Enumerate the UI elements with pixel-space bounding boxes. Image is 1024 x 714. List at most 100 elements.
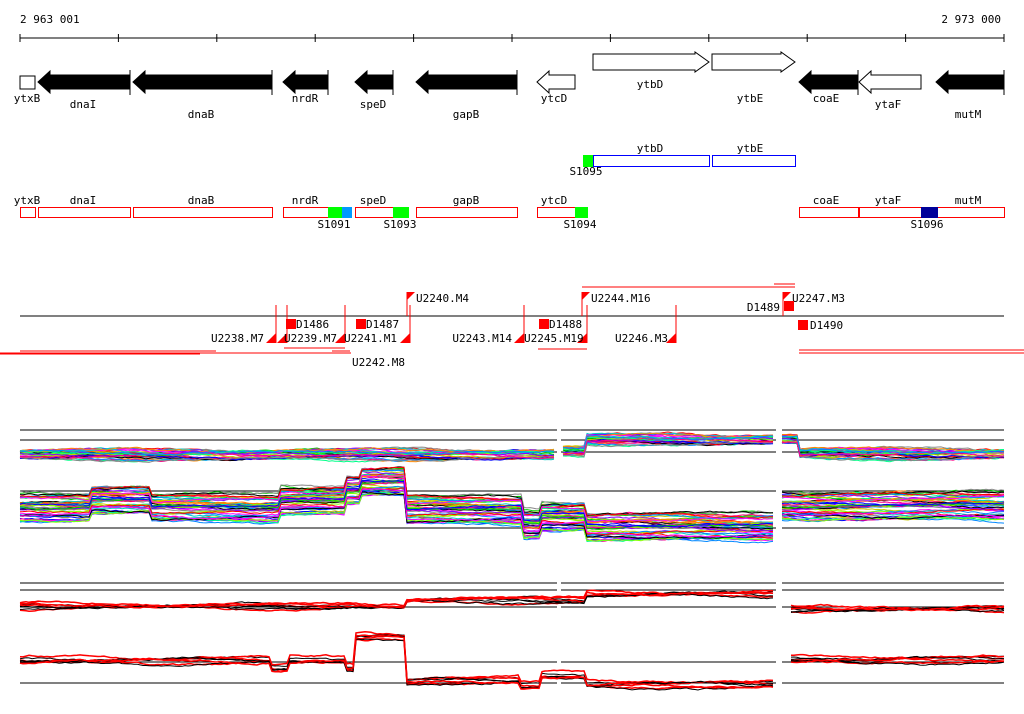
upshift-flag-icon	[582, 292, 590, 300]
gene-ytxB: ytxB	[14, 75, 41, 105]
upshift-marker-icon	[266, 333, 276, 343]
gene-arrow-right-icon	[711, 51, 796, 73]
gene-gapB: gapB	[415, 69, 518, 121]
site-label-S1091: S1091	[317, 218, 350, 231]
minus-gene-box-ytcD	[537, 207, 576, 218]
gene-ytbE: ytbE	[711, 51, 796, 105]
expression-trace-panel3	[19, 589, 1005, 611]
minus-gene-box-coaE	[799, 207, 859, 218]
expression-trace-panel4	[19, 634, 1005, 690]
site-box	[342, 207, 352, 218]
minus-gene-box-gapB	[416, 207, 518, 218]
gene-arrow-left-icon	[37, 69, 131, 95]
gene-dnaI: dnaI	[37, 69, 131, 111]
minus-gene-label-nrdR: nrdR	[292, 194, 319, 207]
ruler-start-label: 2 963 001	[20, 13, 80, 26]
downshift-label-D1486: D1486	[296, 318, 329, 331]
gene-arrow-left-icon	[415, 69, 518, 95]
gene-arrow-right-icon	[592, 51, 710, 73]
minus-gene-box-dnaI	[38, 207, 131, 218]
minus-gene-label-ytaF: ytaF	[875, 194, 902, 207]
minus-gene-label-speD: speD	[360, 194, 387, 207]
gene-arrow-left-icon	[858, 69, 922, 95]
gene-label: ytxB	[14, 92, 41, 105]
upshift-label-U2239.M7: U2239.M7	[284, 332, 337, 345]
gene-label: coaE	[813, 92, 840, 105]
plus-gene-label-ytbD: ytbD	[637, 142, 664, 155]
upshift-label-U2244.M16: U2244.M16	[591, 292, 651, 305]
upshift-label-U2243.M14: U2243.M14	[452, 332, 512, 345]
minus-gene-label-gapB: gapB	[453, 194, 480, 207]
ruler-end-label: 2 973 000	[941, 13, 1001, 26]
upshift-label-U2241.M1: U2241.M1	[344, 332, 397, 345]
plus-gene-box-ytbE	[712, 155, 796, 167]
gene-label: ytcD	[541, 92, 568, 105]
upshift-marker-icon	[577, 333, 587, 343]
gene-annotation-track: ytxB dnaI dnaB nrdR speD gapB ytcD ytbD ytbE coaE…	[14, 51, 1005, 121]
minus-gene-box-ytaF	[859, 207, 922, 218]
upshift-marker-icon	[666, 333, 676, 343]
gene-arrow-left-icon	[132, 69, 273, 95]
minus-gene-label-mutM: mutM	[955, 194, 982, 207]
downshift-label-D1487: D1487	[366, 318, 399, 331]
gene-label: mutM	[955, 108, 982, 121]
upshift-label-U2245.M19: U2245.M19	[524, 332, 584, 345]
gene-mutM: mutM	[935, 69, 1005, 121]
upshift-label-U2247.M3: U2247.M3	[792, 292, 845, 305]
downshift-label-D1490: D1490	[810, 319, 843, 332]
gene-label: ytbD	[637, 78, 664, 91]
minus-gene-box-speD	[355, 207, 394, 218]
upshift-marker-icon	[514, 333, 524, 343]
upshift-label-U2240.M4: U2240.M4	[416, 292, 469, 305]
gene-arrow-left-icon	[354, 69, 394, 95]
plus-gene-label-ytbE: ytbE	[737, 142, 764, 155]
expression-trace-panel2	[19, 466, 1005, 520]
gene-speD: speD	[354, 69, 394, 111]
gene-ytcD: ytcD	[536, 69, 576, 105]
expression-profiles	[19, 429, 1005, 691]
downshift-marker-icon	[798, 320, 808, 330]
downshift-marker-icon	[539, 319, 549, 329]
expression-trace-panel3	[19, 591, 1005, 612]
upshift-label-U2246.M3: U2246.M3	[615, 332, 668, 345]
minus-gene-label-dnaI: dnaI	[70, 194, 97, 207]
gene-label: dnaB	[188, 108, 215, 121]
minus-gene-box-nrdR	[283, 207, 329, 218]
plus-gene-box-ytbD	[593, 155, 710, 167]
site-box	[921, 207, 938, 218]
gene-ytbD: ytbD	[592, 51, 710, 91]
gene-label: gapB	[453, 108, 480, 121]
gene-dnaB: dnaB	[132, 69, 273, 121]
upshift-marker-icon	[400, 333, 410, 343]
site-label-S1094: S1094	[563, 218, 596, 231]
gene-coaE: coaE	[798, 69, 859, 105]
minus-gene-label-coaE: coaE	[813, 194, 840, 207]
minus-gene-box-ytxB	[20, 207, 36, 218]
expression-trace-panel1	[19, 435, 1005, 456]
gene-ytaF: ytaF	[858, 69, 922, 111]
expression-trace-panel4	[19, 634, 1005, 687]
gene-arrow-left-icon	[282, 69, 329, 95]
expression-trace-panel2	[19, 488, 1005, 538]
coordinate-ruler: 2 963 001 2 973 000	[19, 13, 1005, 42]
site-label-S1096: S1096	[910, 218, 943, 231]
minus-gene-box-dnaB	[133, 207, 273, 218]
minus-gene-label-ytxB: ytxB	[14, 194, 41, 207]
gene-arrow-left-icon	[536, 69, 576, 95]
expression-trace-panel1	[19, 441, 1005, 463]
site-box	[328, 207, 342, 218]
gene-nrdR: nrdR	[282, 69, 329, 105]
upshift-label-U2242.M8: U2242.M8	[352, 356, 405, 369]
gene-box	[19, 75, 36, 90]
upshift-label-U2238.M7: U2238.M7	[211, 332, 264, 345]
minus-gene-label-ytcD: ytcD	[541, 194, 568, 207]
expression-trace-panel2	[19, 480, 1005, 528]
downshift-marker-icon	[784, 301, 794, 311]
gene-label: dnaI	[70, 98, 97, 111]
downshift-label-D1489: D1489	[747, 301, 780, 314]
expression-trace-panel1	[19, 437, 1005, 460]
